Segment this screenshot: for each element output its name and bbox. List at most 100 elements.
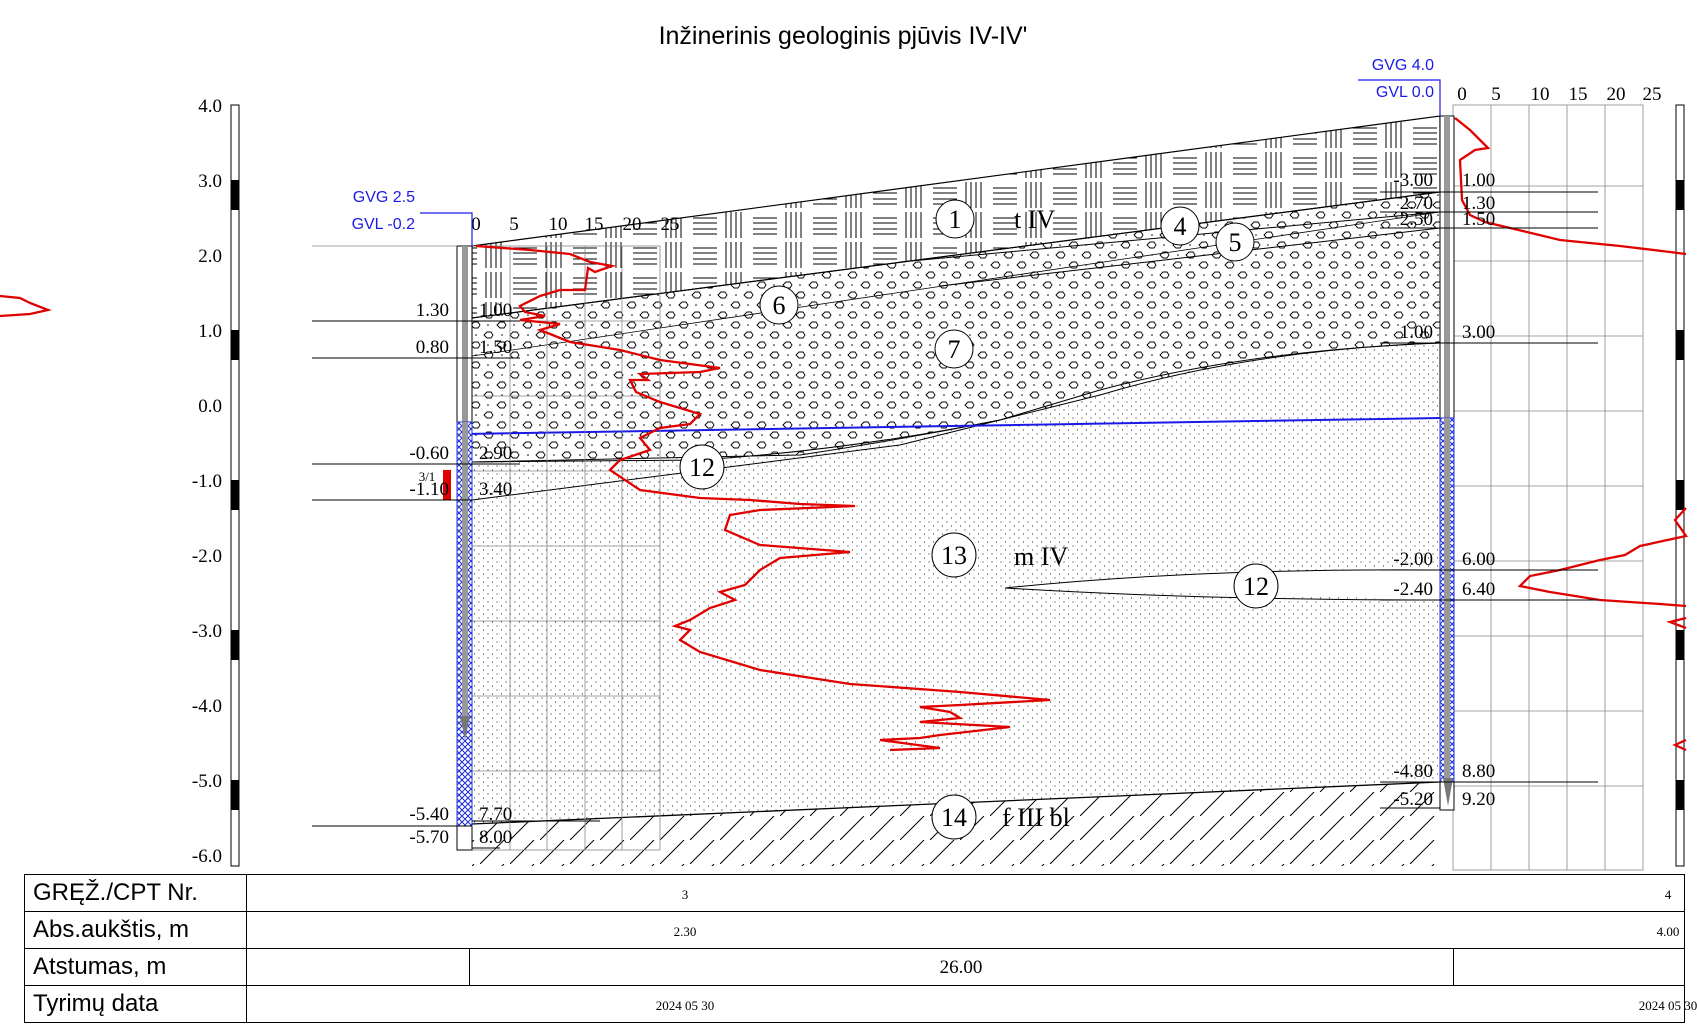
gvl-label: GVL 0.0 bbox=[1376, 84, 1434, 101]
depth-label: 2.90 bbox=[479, 443, 512, 464]
layer-number: 5 bbox=[1229, 228, 1242, 257]
depth-label: 1.00 bbox=[1462, 170, 1495, 191]
layer-name: t IV bbox=[1014, 205, 1055, 234]
borehole-4: GVG 4.0 GVL 0.0 -3.00 2.70 2.50 1.00 -2.… bbox=[1358, 57, 1598, 811]
elev-label: 1.0 bbox=[198, 321, 222, 342]
svg-text:10: 10 bbox=[549, 214, 568, 235]
level-left: -4.80 bbox=[1393, 761, 1433, 782]
svg-text:5: 5 bbox=[509, 214, 519, 235]
cpt-scale-right: 0 5 10 15 20 25 bbox=[1457, 84, 1661, 105]
level-left: -2.00 bbox=[1393, 549, 1433, 570]
elev-label: 4.0 bbox=[198, 96, 222, 117]
section-title: Inžinerinis geologinis pjūvis IV-IV' bbox=[658, 22, 1028, 50]
bh2-abs-height: 4.00 bbox=[1656, 924, 1680, 939]
level-left: -5.70 bbox=[409, 827, 449, 848]
layer-number: 7 bbox=[948, 335, 961, 364]
level-left: -1.10 bbox=[409, 479, 449, 500]
row-label: Abs.aukštis, m bbox=[24, 911, 247, 949]
level-left: -5.40 bbox=[409, 804, 449, 825]
depth-label: 8.80 bbox=[1462, 761, 1495, 782]
cpt-curve-right-3 bbox=[1666, 616, 1687, 630]
level-left: -0.60 bbox=[409, 443, 449, 464]
bh1-number: 3 bbox=[681, 887, 689, 902]
gvg-label: GVG 2.5 bbox=[353, 189, 415, 206]
row-label: Tyrimų data bbox=[24, 985, 247, 1023]
borehole-info-table: GRĘŽ./CPT Nr. 3 4 Abs.aukštis, m 2.30 4.… bbox=[24, 874, 1697, 1023]
depth-label: 3.00 bbox=[1462, 322, 1495, 343]
level-left: 2.70 bbox=[1400, 193, 1433, 214]
svg-text:25: 25 bbox=[1643, 84, 1662, 105]
svg-text:0: 0 bbox=[1457, 84, 1467, 105]
layer-number: 12 bbox=[689, 453, 715, 482]
depth-label: 6.00 bbox=[1462, 549, 1495, 570]
cpt-curve-right bbox=[1454, 117, 1687, 256]
table-row: GRĘŽ./CPT Nr. 3 4 bbox=[24, 874, 1685, 912]
cpt-curve-right-2 bbox=[1517, 507, 1688, 608]
elevation-scale: 4.0 3.0 2.0 1.0 0.0 -1.0 -2.0 -3.0 -4.0 … bbox=[192, 96, 240, 867]
svg-text:25: 25 bbox=[661, 214, 680, 235]
level-left: -2.40 bbox=[1393, 579, 1433, 600]
layer-number: 12 bbox=[1243, 572, 1269, 601]
svg-text:20: 20 bbox=[1607, 84, 1626, 105]
bh1-date: 2024 05 30 bbox=[655, 998, 715, 1013]
depth-label: 9.20 bbox=[1462, 789, 1495, 810]
layer-number: 13 bbox=[941, 541, 967, 570]
depth-label: 7.70 bbox=[479, 804, 512, 825]
elev-label: 3.0 bbox=[198, 171, 222, 192]
cpt-curve-far-left bbox=[0, 294, 52, 318]
level-left: -3.00 bbox=[1393, 170, 1433, 191]
level-left: 2.50 bbox=[1400, 209, 1433, 230]
elev-label: -6.0 bbox=[192, 846, 222, 867]
bh1-abs-height: 2.30 bbox=[673, 924, 697, 939]
elev-label: -5.0 bbox=[192, 771, 222, 792]
svg-text:5: 5 bbox=[1491, 84, 1501, 105]
elev-label: -2.0 bbox=[192, 546, 222, 567]
elev-label: -3.0 bbox=[192, 621, 222, 642]
level-left: 1.30 bbox=[416, 300, 449, 321]
elev-label: 0.0 bbox=[198, 396, 222, 417]
bh2-number: 4 bbox=[1664, 887, 1672, 902]
gvl-label: GVL -0.2 bbox=[352, 216, 416, 233]
borehole-3: 3/1 GVG 2.5 GVL -0.2 1.30 0.80 -0.60 -1.… bbox=[312, 189, 600, 851]
elev-label: 2.0 bbox=[198, 246, 222, 267]
table-row: Atstumas, m 26.00 bbox=[24, 948, 1685, 986]
row-label: GRĘŽ./CPT Nr. bbox=[24, 874, 247, 912]
svg-text:0: 0 bbox=[471, 214, 481, 235]
depth-label: 6.40 bbox=[1462, 579, 1495, 600]
svg-text:15: 15 bbox=[585, 214, 604, 235]
layer-name: f III bl bbox=[1002, 803, 1070, 832]
depth-label: 8.00 bbox=[479, 827, 512, 848]
level-left: -5.20 bbox=[1393, 789, 1433, 810]
distance-value: 26.00 bbox=[939, 957, 983, 978]
layer-number: 14 bbox=[941, 803, 967, 832]
cpt-curve-left bbox=[475, 244, 1051, 752]
groundwater-level-line bbox=[464, 417, 1441, 435]
layer-number: 1 bbox=[949, 205, 962, 234]
table-row: Tyrimų data 2024 05 30 2024 05 30 bbox=[24, 985, 1697, 1023]
depth-label: 1.50 bbox=[1462, 209, 1495, 230]
bh2-date: 2024 05 30 bbox=[1638, 998, 1697, 1013]
cpt-scale-left: 0 5 10 15 20 25 bbox=[471, 214, 679, 235]
level-left: 0.80 bbox=[416, 337, 449, 358]
geological-section: 4.0 3.0 2.0 1.0 0.0 -1.0 -2.0 -3.0 -4.0 … bbox=[0, 57, 1688, 871]
elev-label: -1.0 bbox=[192, 471, 222, 492]
elev-label: -4.0 bbox=[192, 696, 222, 717]
depth-label: 1.00 bbox=[479, 300, 512, 321]
sample-marker bbox=[443, 470, 451, 500]
depth-label: 1.30 bbox=[1462, 193, 1495, 214]
right-scale-bar bbox=[1675, 104, 1685, 867]
cpt-curve-right-4 bbox=[1672, 738, 1687, 752]
level-left: 1.00 bbox=[1400, 322, 1433, 343]
depth-label: 3.40 bbox=[479, 479, 512, 500]
svg-text:20: 20 bbox=[623, 214, 642, 235]
row-label: Atstumas, m bbox=[24, 948, 247, 986]
layer-name: m IV bbox=[1014, 542, 1068, 571]
gvg-label: GVG 4.0 bbox=[1372, 57, 1434, 74]
layer-number: 4 bbox=[1174, 212, 1187, 241]
svg-text:10: 10 bbox=[1531, 84, 1550, 105]
svg-text:15: 15 bbox=[1569, 84, 1588, 105]
sample-label: 3/1 bbox=[419, 469, 436, 484]
layer-markers: 1 4 5 6 7 12 13 12 14 t IV m IV f III bl bbox=[679, 199, 1279, 840]
layer-number: 6 bbox=[773, 291, 786, 320]
table-row: Abs.aukštis, m 2.30 4.00 bbox=[24, 911, 1685, 949]
